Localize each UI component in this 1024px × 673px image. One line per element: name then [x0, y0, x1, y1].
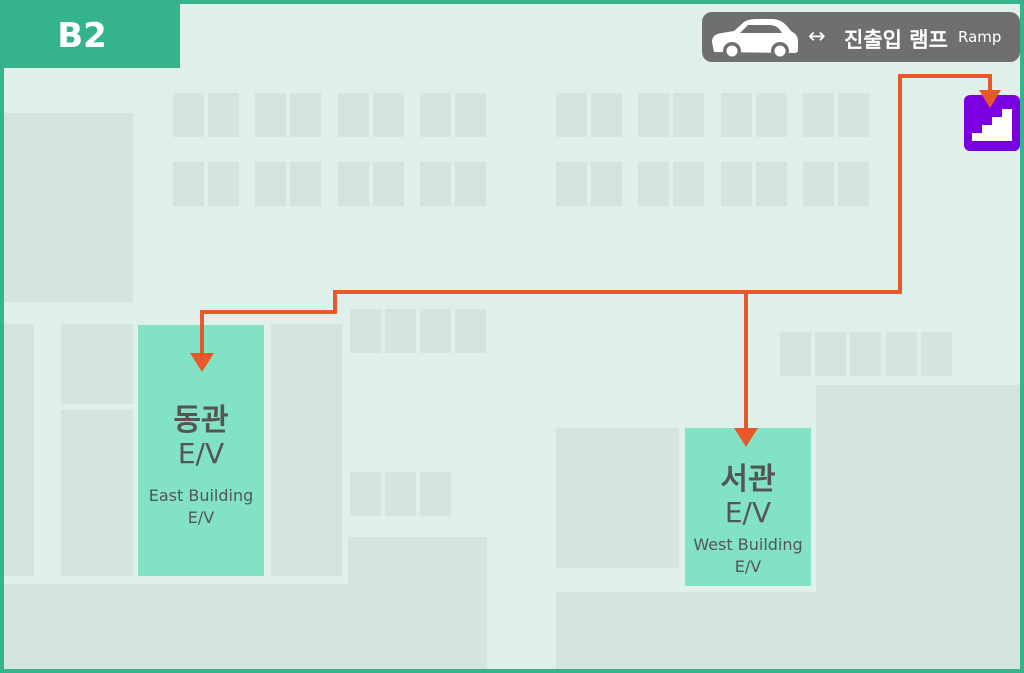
parking-slot [721, 162, 752, 206]
parking-slot [838, 93, 869, 137]
parking-slot [850, 332, 881, 376]
parking-slot [803, 162, 834, 206]
parking-slot [385, 472, 416, 516]
parking-slot [673, 93, 704, 137]
route-line-to-stairs [744, 74, 992, 294]
floor-label: B2 [4, 4, 180, 68]
parking-slot [838, 162, 869, 206]
parking-slot [420, 162, 451, 206]
parking-slot [756, 162, 787, 206]
route-line-to-east-elevator [200, 290, 744, 356]
parking-slot [255, 162, 286, 206]
parking-slot [350, 472, 381, 516]
parking-slot [886, 332, 917, 376]
parking-slot [780, 332, 811, 376]
parking-slot [455, 93, 486, 137]
west-elevator-name-english: West Building [693, 535, 803, 554]
east-elevator-name-korean: 동관 [173, 403, 229, 438]
parking-slot [290, 162, 321, 206]
structure-block [556, 592, 1020, 669]
route-arrowhead-east-elevator [190, 353, 214, 372]
west-elevator-label: E/V [724, 496, 772, 529]
parking-slot [756, 93, 787, 137]
west-building-elevator[interactable]: 서관 E/V West Building E/V [685, 428, 811, 586]
parking-slot [556, 93, 587, 137]
parking-slot [591, 93, 622, 137]
west-elevator-name-korean: 서관 [720, 462, 776, 497]
parking-slot [173, 93, 204, 137]
parking-slot [350, 309, 381, 353]
parking-slot [455, 309, 486, 353]
parking-slot [591, 162, 622, 206]
parking-slot [373, 162, 404, 206]
parking-slot [208, 93, 239, 137]
car-icon [712, 19, 798, 60]
route-arrowhead-west-elevator [734, 428, 758, 447]
structure-block [348, 537, 487, 584]
parking-slot [721, 93, 752, 137]
parking-slot [208, 162, 239, 206]
parking-slot [420, 309, 451, 353]
parking-slot [385, 309, 416, 353]
east-elevator-name-english: East Building [148, 486, 254, 505]
parking-slot [921, 332, 952, 376]
parking-slot [638, 93, 669, 137]
parking-slot [420, 93, 451, 137]
parking-slot [338, 162, 369, 206]
east-elevator-label: E/V [177, 437, 225, 470]
structure-block [61, 324, 133, 404]
parking-slot [420, 472, 451, 516]
stairs-icon [964, 95, 1020, 151]
floor-label-text: B2 [57, 16, 107, 56]
structure-block [4, 113, 133, 302]
east-elevator-name-english-ev: E/V [187, 508, 215, 527]
route-arrowhead-stairs [979, 90, 1001, 108]
structure-block [61, 410, 133, 576]
ramp-badge: ↔ 진출입 램프 Ramp [702, 12, 1020, 62]
parking-slot [673, 162, 704, 206]
structure-block [816, 385, 1020, 592]
ramp-label-english: Ramp [958, 28, 1002, 46]
ramp-label-korean: 진출입 램프 [844, 28, 948, 52]
route-path [190, 74, 1001, 447]
structure-block [4, 324, 34, 576]
parking-slot [173, 162, 204, 206]
structure-block [556, 428, 679, 568]
parking-slot [455, 162, 486, 206]
parking-slot [255, 93, 286, 137]
parking-slot [638, 162, 669, 206]
parking-slot [290, 93, 321, 137]
ramp-direction-arrow: ↔ [808, 24, 826, 48]
parking-slot [815, 332, 846, 376]
parking-slot [556, 162, 587, 206]
parking-slot [338, 93, 369, 137]
parking-slot [373, 93, 404, 137]
structure-block [271, 324, 342, 576]
structure-block [4, 584, 487, 669]
west-elevator-name-english-ev: E/V [734, 557, 762, 576]
parking-slot [803, 93, 834, 137]
